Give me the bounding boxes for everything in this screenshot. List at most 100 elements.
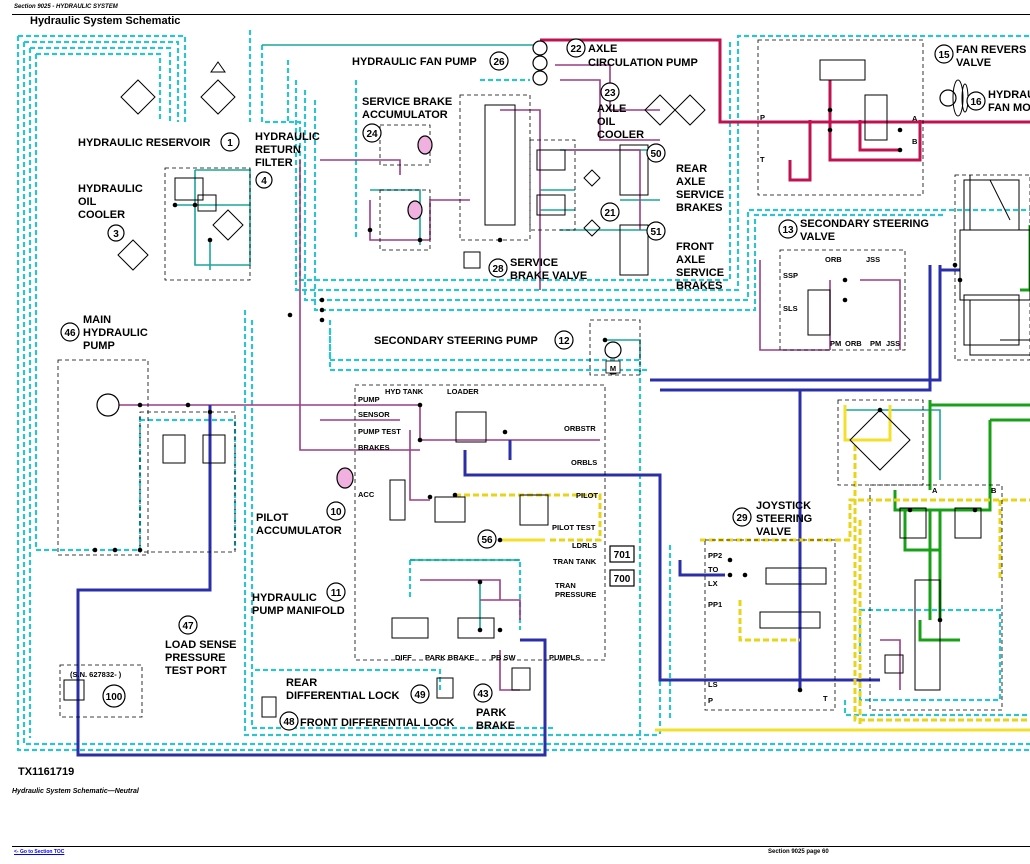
svg-text:ORB: ORB xyxy=(845,339,862,348)
svg-text:1: 1 xyxy=(227,138,233,149)
svg-text:T: T xyxy=(760,155,765,164)
svg-text:SECONDARY STEERING PUMP: SECONDARY STEERING PUMP xyxy=(374,335,538,347)
callout-24: 24 xyxy=(362,123,382,143)
callout-4: 4 xyxy=(255,171,273,189)
svg-text:50: 50 xyxy=(650,149,662,160)
svg-text:15: 15 xyxy=(938,50,950,61)
callout-43: 43 xyxy=(473,683,493,703)
svg-text:PILOT: PILOT xyxy=(256,512,289,524)
callout-1: 1 xyxy=(220,132,240,152)
svg-text:STEERING: STEERING xyxy=(756,513,812,525)
footer-rule xyxy=(12,846,1030,847)
svg-text:FRONT DIFFERENTIAL LOCK: FRONT DIFFERENTIAL LOCK xyxy=(300,717,454,729)
callout-29: 29 xyxy=(732,507,752,527)
svg-text:43: 43 xyxy=(477,689,489,700)
callout-12: 12 xyxy=(554,330,574,350)
svg-text:VALVE: VALVE xyxy=(800,231,835,243)
callout-100: 100 xyxy=(102,684,126,708)
svg-text:PILOT: PILOT xyxy=(576,491,599,500)
svg-text:SERVICE: SERVICE xyxy=(510,257,558,269)
callout-3: 3 xyxy=(107,224,125,242)
svg-text:16: 16 xyxy=(970,97,982,108)
svg-text:PILOT TEST: PILOT TEST xyxy=(552,523,596,532)
svg-text:DIFF: DIFF xyxy=(395,653,412,662)
svg-text:AXLE: AXLE xyxy=(597,103,626,115)
svg-text:FRONT: FRONT xyxy=(676,241,714,253)
svg-text:COOLER: COOLER xyxy=(597,129,644,141)
svg-text:26: 26 xyxy=(493,57,505,68)
callout-48: 48 xyxy=(279,711,299,731)
svg-text:12: 12 xyxy=(558,336,570,347)
component-labels: HYDRAULIC RESERVOIR HYDRAULIC RETURN FIL… xyxy=(78,43,1030,732)
svg-text:LX: LX xyxy=(708,579,718,588)
svg-text:PUMP MANIFOLD: PUMP MANIFOLD xyxy=(252,605,345,617)
svg-text:HYDRAULIC: HYDRAULIC xyxy=(252,592,317,604)
svg-text:SERVICE: SERVICE xyxy=(676,189,724,201)
svg-text:ACC: ACC xyxy=(358,490,375,499)
svg-text:SLS: SLS xyxy=(783,304,798,313)
fan-circuit-lines xyxy=(540,38,1030,182)
svg-text:PUMPLS: PUMPLS xyxy=(549,653,580,662)
callout-10: 10 xyxy=(326,501,346,521)
toc-link[interactable]: <- Go to Section TOC xyxy=(14,849,65,855)
callout-51: 51 xyxy=(646,221,666,241)
svg-text:13: 13 xyxy=(782,225,794,236)
callout-26: 26 xyxy=(489,51,509,71)
svg-text:48: 48 xyxy=(283,717,295,728)
callout-13: 13 xyxy=(778,219,798,239)
svg-text:ORB: ORB xyxy=(825,255,842,264)
svg-text:PRESSURE: PRESSURE xyxy=(165,652,226,664)
svg-text:PARK: PARK xyxy=(476,707,506,719)
purple-lines xyxy=(110,64,901,691)
svg-text:B: B xyxy=(991,486,997,495)
svg-text:BRAKES: BRAKES xyxy=(676,202,722,214)
svg-text:OIL: OIL xyxy=(597,116,616,128)
callout-16: 16 xyxy=(966,91,986,111)
svg-text:AXLE: AXLE xyxy=(676,254,705,266)
svg-text:LOAD SENSE: LOAD SENSE xyxy=(165,639,237,651)
svg-text:56: 56 xyxy=(481,535,493,546)
filter-diamonds xyxy=(117,61,911,471)
svg-text:PRESSURE: PRESSURE xyxy=(555,590,596,599)
svg-text:PARK BRAKE: PARK BRAKE xyxy=(425,653,474,662)
svg-text:REAR: REAR xyxy=(676,163,707,175)
svg-text:10: 10 xyxy=(330,507,342,518)
svg-text:DIFFERENTIAL LOCK: DIFFERENTIAL LOCK xyxy=(286,690,400,702)
svg-text:B: B xyxy=(912,137,918,146)
steering-lines xyxy=(893,225,1030,642)
svg-text:HYDRAULIC FAN PUMP: HYDRAULIC FAN PUMP xyxy=(352,56,477,68)
svg-text:VALVE: VALVE xyxy=(756,526,791,538)
callout-46: 46 xyxy=(60,322,80,342)
callout-49: 49 xyxy=(410,684,430,704)
svg-text:28: 28 xyxy=(492,264,504,275)
svg-text:ORBSTR: ORBSTR xyxy=(564,424,596,433)
svg-text:LDRLS: LDRLS xyxy=(572,541,597,550)
svg-text:ACCUMULATOR: ACCUMULATOR xyxy=(256,525,342,537)
callout-28: 28 xyxy=(488,258,508,278)
svg-text:23: 23 xyxy=(604,88,616,99)
figure-id: TX1161719 xyxy=(18,766,75,778)
svg-text:49: 49 xyxy=(414,690,426,701)
svg-text:BRAKES: BRAKES xyxy=(358,443,390,452)
svg-text:22: 22 xyxy=(570,44,582,55)
header-rule xyxy=(12,14,1030,15)
svg-text:A: A xyxy=(932,486,938,495)
svg-text:HYDRAU: HYDRAU xyxy=(988,89,1030,101)
callout-15: 15 xyxy=(934,44,954,64)
svg-text:701: 701 xyxy=(614,550,631,561)
svg-text:HYDRAULIC: HYDRAULIC xyxy=(83,327,148,339)
svg-text:11: 11 xyxy=(331,588,342,599)
svg-text:BRAKES: BRAKES xyxy=(676,280,722,292)
svg-text:ORBLS: ORBLS xyxy=(571,458,597,467)
svg-text:51: 51 xyxy=(650,227,662,238)
svg-text:FAN MO: FAN MO xyxy=(988,102,1030,114)
svg-text:SECONDARY STEERING: SECONDARY STEERING xyxy=(800,218,929,230)
svg-text:HYD TANK: HYD TANK xyxy=(385,387,424,396)
valves xyxy=(63,59,1020,718)
svg-text:SERVICE BRAKE: SERVICE BRAKE xyxy=(362,96,452,108)
label-oil-cooler-3: COOLER xyxy=(78,209,125,221)
svg-text:JSS: JSS xyxy=(866,255,880,264)
svg-text:700: 700 xyxy=(614,574,631,585)
port-labels: PUMP SENSOR PUMP TEST BRAKES HYD TANK LO… xyxy=(358,113,997,705)
